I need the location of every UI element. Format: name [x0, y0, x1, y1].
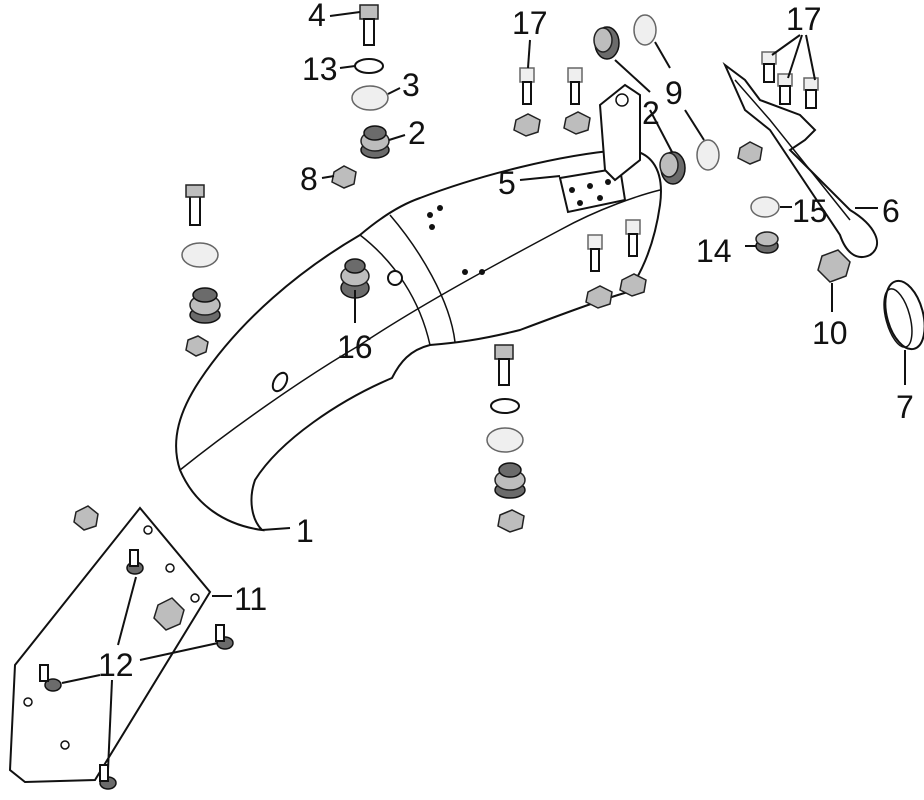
hardware-stack-bottom	[486, 344, 526, 533]
bolts-17-right	[761, 51, 819, 109]
callout-11: 11	[234, 581, 267, 617]
bolts-under-bracket	[585, 219, 647, 309]
nut-14	[755, 231, 779, 254]
callout-17-center: 17	[512, 5, 548, 41]
callout-1: 1	[296, 513, 314, 549]
hardware-stack-top	[331, 4, 390, 189]
callouts: 1 4 13 3 2 8 17 16 5 2 9 17 6 15 14 10 7…	[98, 0, 914, 683]
callout-7: 7	[896, 389, 914, 425]
hardware-stack-left	[181, 184, 221, 357]
reflector-7	[883, 279, 924, 351]
callout-6: 6	[882, 193, 900, 229]
callout-2-bracket: 2	[642, 95, 660, 131]
nut-10	[817, 249, 851, 283]
callout-9: 9	[665, 75, 683, 111]
callout-2-top: 2	[408, 115, 426, 151]
callout-5: 5	[498, 165, 516, 201]
callout-12: 12	[98, 647, 134, 683]
fender	[175, 148, 662, 532]
grommets-washers-9	[593, 14, 720, 185]
bracket-5	[558, 83, 641, 214]
callout-15: 15	[792, 193, 828, 229]
studs-12	[39, 549, 234, 790]
callout-14: 14	[696, 233, 732, 269]
leader-lines	[61, 11, 906, 771]
washer-15	[750, 196, 780, 218]
callout-8: 8	[300, 161, 318, 197]
reflector-bracket-6	[722, 61, 879, 258]
callout-3: 3	[402, 67, 420, 103]
callout-10: 10	[812, 315, 848, 351]
callout-16: 16	[337, 329, 373, 365]
plate-11	[8, 505, 234, 790]
callout-17-right: 17	[786, 1, 822, 37]
bolts-17-top	[513, 67, 591, 137]
callout-4: 4	[308, 0, 326, 33]
callout-13: 13	[302, 51, 338, 87]
